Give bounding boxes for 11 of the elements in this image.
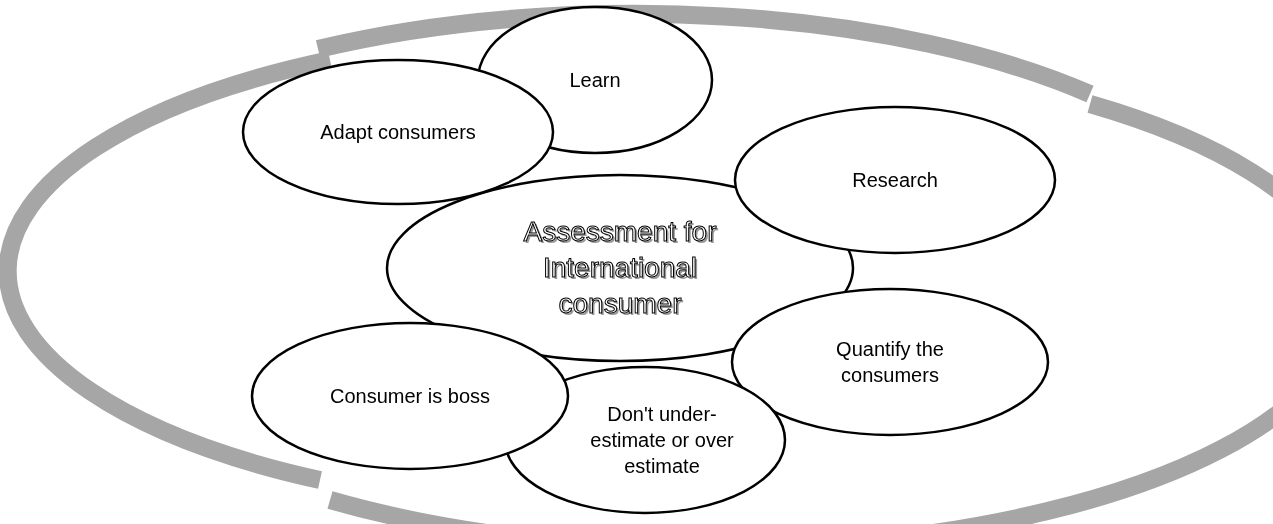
node-label: Research xyxy=(851,168,939,193)
ellipse-node xyxy=(250,321,570,471)
node-label: Consumer is boss xyxy=(328,384,492,409)
node-label: Quantify the consumers xyxy=(835,337,945,388)
node-label: Learn xyxy=(568,68,622,93)
ellipse-node xyxy=(730,287,1050,437)
ellipse-node xyxy=(733,105,1057,255)
node-label: Adapt consumers xyxy=(319,120,477,145)
node-label: Don't under-estimate or over estimate xyxy=(589,402,735,479)
ellipse-node xyxy=(241,58,555,206)
title-text: Assessment for International consumer xyxy=(522,215,719,321)
